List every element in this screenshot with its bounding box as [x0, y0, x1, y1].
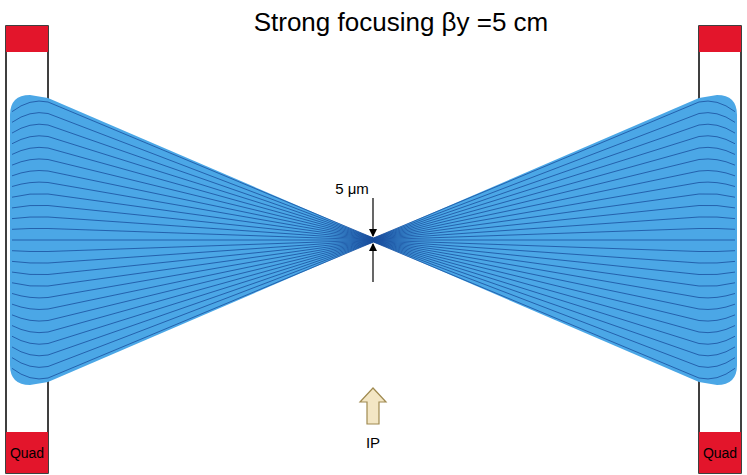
trajectory [12, 241, 735, 321]
quad-label: Quad [703, 445, 737, 461]
quad-cap [699, 26, 741, 52]
quad-cap [6, 26, 48, 52]
dimension-arrow [372, 198, 373, 236]
ip-arrow [360, 388, 386, 424]
ip-label: IP [366, 434, 380, 451]
trajectory [12, 194, 735, 240]
trajectory [12, 241, 735, 332]
trajectory [12, 101, 735, 238]
trajectory [12, 136, 735, 239]
dimension-label: 5 μm [335, 180, 369, 197]
quad-label: Quad [10, 445, 44, 461]
quad-magnet: Quad [6, 432, 48, 473]
trajectory [12, 124, 735, 238]
trajectory [12, 113, 735, 239]
trajectory [12, 182, 735, 239]
trajectory [12, 159, 735, 239]
title: Strong focusing βy =5 cm [254, 7, 549, 38]
trajectory [12, 241, 735, 298]
trajectory [12, 171, 735, 239]
trajectory [12, 147, 735, 238]
particle-trajectories [12, 101, 735, 379]
trajectory [12, 241, 735, 309]
trajectory [12, 242, 735, 368]
trajectory [12, 241, 735, 287]
trajectory [12, 242, 735, 379]
dimension-arrow [372, 244, 373, 282]
quad-magnet: Quad [699, 432, 741, 473]
trajectory [12, 242, 735, 345]
